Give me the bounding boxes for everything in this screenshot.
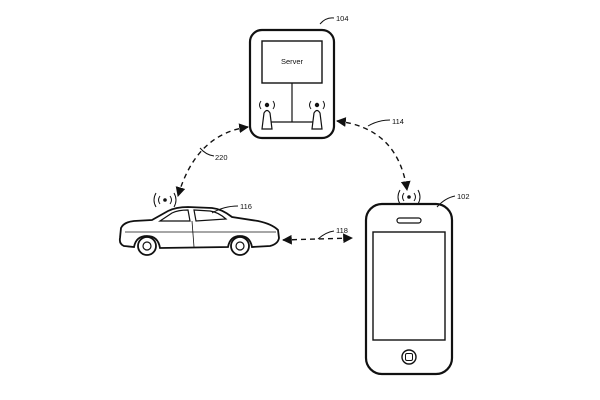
server-ref: 104 [336,14,349,23]
server-antenna-left-icon [259,100,275,130]
car-ref-leader [211,205,239,214]
server-ref-leader [319,17,335,25]
link-car-phone-ref-leader [317,230,335,240]
server-screen [261,40,323,84]
car-wheel-front [137,236,157,256]
car-window-rear [193,209,228,222]
link-car-phone-ref: 118 [336,226,348,235]
car-window-front [158,209,191,222]
link-server-car-ref: 220 [215,153,228,162]
phone-ref: 102 [457,192,470,201]
phone-speaker [396,217,422,224]
link-server-car [175,123,249,197]
link-car-phone [282,233,353,245]
car-ref: 116 [240,202,252,211]
car-vehicle: 116 [118,192,280,256]
link-server-car-ref-leader [199,147,215,157]
car-wheel-rear [230,236,250,256]
phone-home-button [401,349,417,365]
car-body [118,206,280,249]
link-server-phone-ref: 114 [392,117,404,126]
link-server-phone [336,117,411,191]
server-device: Server 104 [248,14,349,140]
server-antenna-right-icon [309,100,325,130]
server-label: Server [281,57,304,66]
car-signal-icon [153,192,177,208]
phone-signal-icon [397,189,421,205]
phone-screen [372,231,446,341]
phone-ref-leader [436,195,456,208]
phone-device: 102 [364,189,470,376]
link-server-phone-ref-leader [367,119,391,127]
